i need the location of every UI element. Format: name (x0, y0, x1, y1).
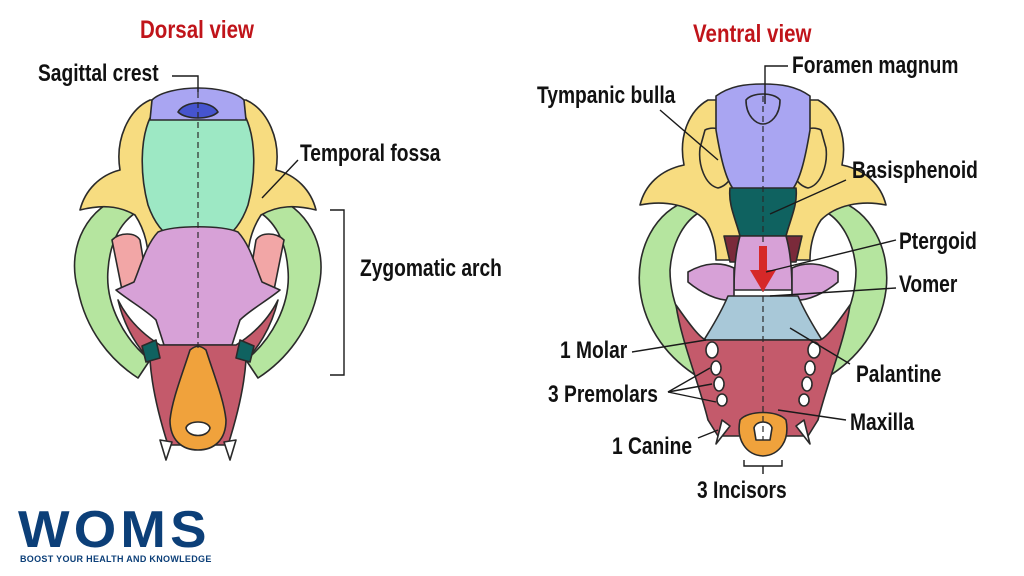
label-canine: 1 Canine (612, 433, 693, 460)
dorsal-crest-dark (177, 102, 219, 119)
dorsal-lacrimal-right (235, 339, 255, 363)
leader-temporal-fossa (261, 159, 299, 199)
label-basisphenoid: Basisphenoid (852, 157, 978, 184)
label-zygomatic-arch: Zygomatic arch (360, 255, 502, 282)
zygomatic-bracket (330, 209, 345, 376)
leader-foramen-magnum (764, 65, 788, 104)
ventral-premolar-left-2 (713, 376, 725, 392)
ventral-lilac-left-wing (687, 263, 735, 302)
leader-premolars-1 (667, 367, 711, 393)
ventral-premolar-left-1 (710, 360, 722, 376)
leader-canine (697, 429, 719, 439)
dorsal-canine-right (223, 439, 237, 461)
dorsal-view-title: Dorsal view (140, 16, 254, 44)
label-ptergoid: Ptergoid (899, 228, 977, 255)
woms-logo: WOMS BOOST YOUR HEALTH AND KNOWLEDGE (18, 504, 276, 564)
ventral-canine-left (715, 419, 731, 445)
label-vomer: Vomer (899, 271, 958, 298)
leader-premolars-2 (667, 383, 713, 393)
logo-tagline: BOOST YOUR HEALTH AND KNOWLEDGE (20, 554, 212, 564)
leader-tympanic-bulla (659, 109, 719, 161)
ventral-premolar-right-3 (798, 393, 810, 407)
label-sagittal-crest: Sagittal crest (38, 60, 159, 87)
leader-basisphenoid (769, 179, 847, 215)
dorsal-canine-left (159, 439, 173, 461)
label-palantine: Palantine (856, 361, 942, 388)
ventral-molar-left (705, 341, 719, 359)
logo-wordmark: WOMS (18, 501, 211, 559)
ventral-premolar-right-2 (801, 376, 813, 392)
label-premolars: 3 Premolars (548, 381, 658, 408)
leader-ptergoid (765, 239, 897, 273)
leader-vomer (769, 287, 897, 297)
dorsal-lacrimal-left (141, 339, 161, 363)
ventral-premolar-right-1 (804, 360, 816, 376)
ventral-canine-right (795, 419, 811, 445)
dorsal-zygomatic-arch-right (245, 195, 322, 379)
leader-premolars-3 (667, 391, 717, 403)
label-tympanic-bulla: Tympanic bulla (537, 82, 676, 109)
label-maxilla: Maxilla (850, 409, 915, 436)
leader-molar (631, 339, 707, 353)
label-temporal-fossa: Temporal fossa (300, 140, 441, 167)
leader-incisors (743, 460, 783, 474)
dorsal-zygomatic-arch-left (73, 195, 151, 379)
leader-palantine (789, 327, 851, 365)
ventral-view-title: Ventral view (693, 20, 812, 48)
leader-sagittal-crest (172, 75, 199, 92)
dorsal-incisor-tip (185, 421, 211, 437)
label-incisors: 3 Incisors (697, 477, 787, 504)
label-foramen-magnum: Foramen magnum (792, 52, 959, 79)
label-molar: 1 Molar (560, 337, 628, 364)
leader-maxilla (777, 409, 847, 421)
ventral-premolar-left-3 (716, 393, 728, 407)
vomer-arrow (750, 246, 776, 292)
dorsal-nasal (169, 345, 227, 451)
